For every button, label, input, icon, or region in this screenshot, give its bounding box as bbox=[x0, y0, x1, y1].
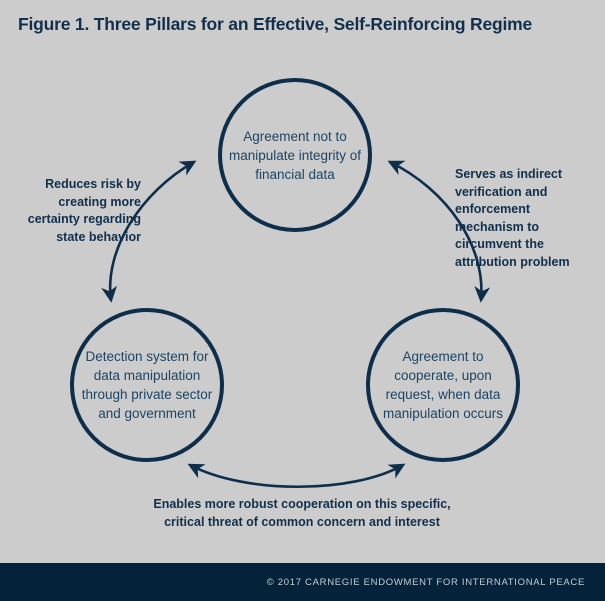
connector-left-arc bbox=[101, 160, 197, 303]
pillar-label-right: Agreement to cooperate, upon request, wh… bbox=[382, 349, 504, 421]
pillar-label-left: Detection system for data manipulation t… bbox=[81, 349, 213, 421]
pillar-label-top: Agreement not to manipulate integrity of… bbox=[228, 128, 362, 182]
connector-label-left: Reduces risk by creating more certainty … bbox=[27, 177, 141, 244]
connector-label-bottom: Enables more robust cooperation on this … bbox=[153, 497, 451, 529]
footer-credit-text: © 2017 CARNEGIE ENDOWMENT FOR INTERNATIO… bbox=[266, 576, 585, 588]
footer-bar: © 2017 CARNEGIE ENDOWMENT FOR INTERNATIO… bbox=[0, 563, 605, 601]
pillar-circle-left[interactable]: Detection system for data manipulation t… bbox=[70, 308, 224, 462]
connector-right-arc bbox=[387, 160, 491, 303]
connector-bottom-arc bbox=[187, 463, 406, 489]
pillar-circle-right[interactable]: Agreement to cooperate, upon request, wh… bbox=[366, 308, 520, 462]
pillar-circle-top[interactable]: Agreement not to manipulate integrity of… bbox=[218, 78, 372, 232]
figure-title: Figure 1. Three Pillars for an Effective… bbox=[18, 14, 533, 34]
connector-label-right: Serves as indirect verification and enfo… bbox=[455, 167, 570, 269]
